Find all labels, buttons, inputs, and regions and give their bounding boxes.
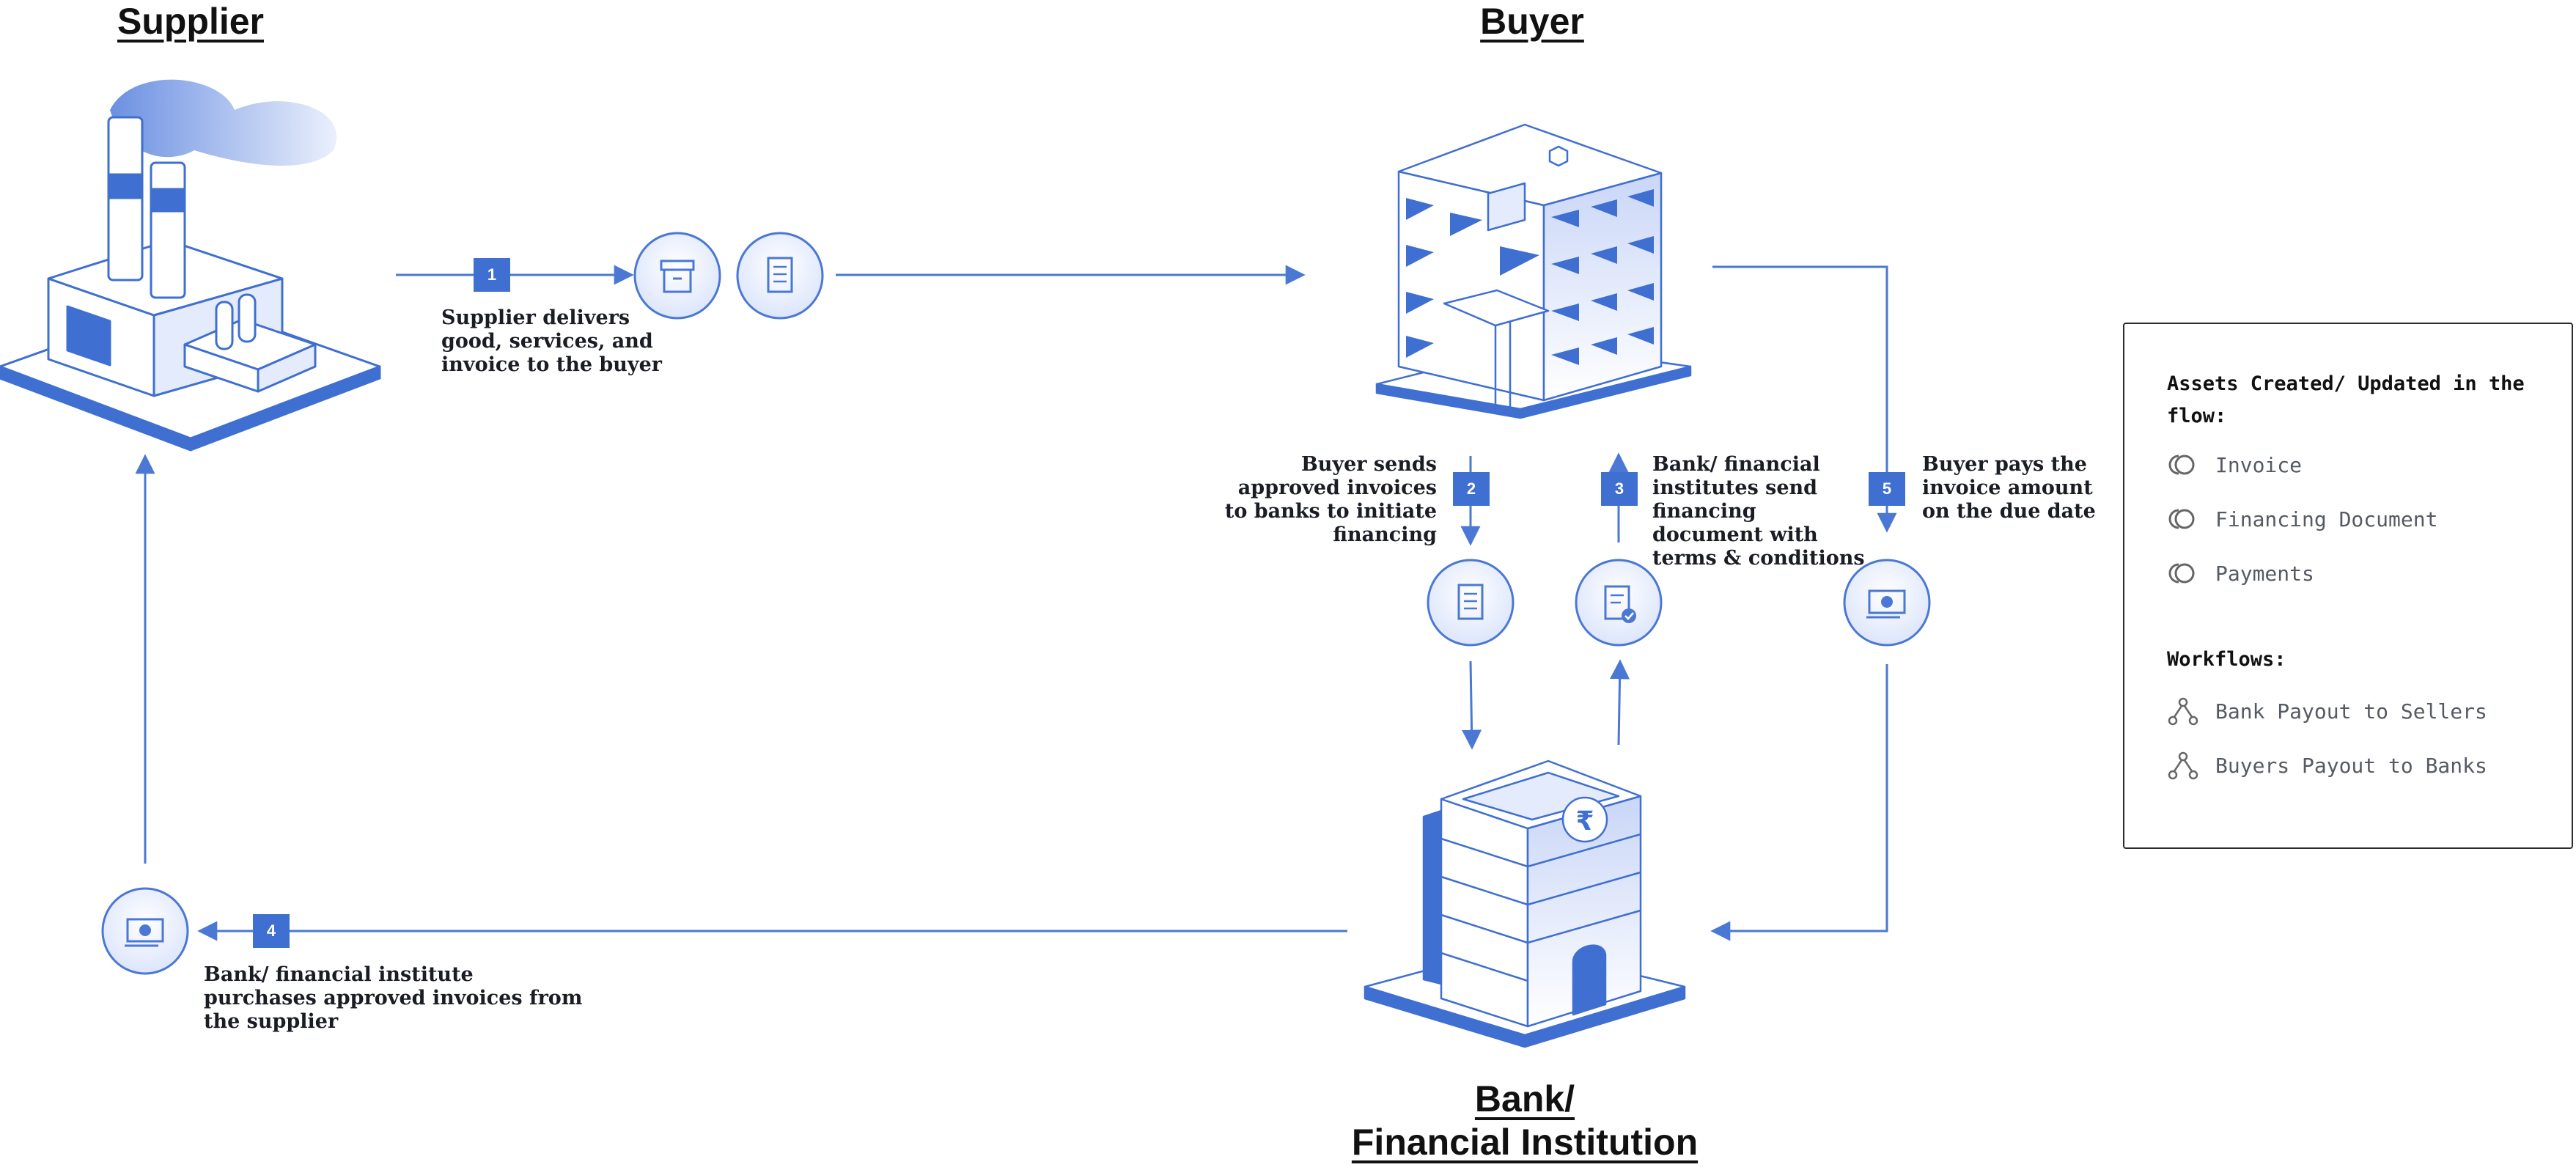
step-3-line: institutes send	[1652, 477, 1818, 499]
cash-icon	[1843, 559, 1931, 647]
step-3-line: terms & conditions	[1652, 547, 1865, 570]
step-5-line: Buyer pays the	[1922, 453, 2087, 476]
step-4-line: purchases approved invoices from	[204, 987, 583, 1009]
legend-panel: Assets Created/ Updated in the flow: Inv…	[2123, 323, 2573, 849]
workflow-branch-icon	[2168, 697, 2198, 726]
legend-item-financing-document: Financing Document	[2167, 504, 2437, 534]
legend-asset-label: Payments	[2215, 561, 2314, 586]
step-1-description: Supplier delivers good, services, and in…	[441, 306, 662, 377]
assets-heading-line: Assets Created/ Updated in the	[2167, 372, 2525, 395]
step-4-line: Bank/ financial institute	[204, 963, 474, 986]
legend-item-buyers-payout: Buyers Payout to Banks	[2167, 751, 2487, 780]
step-badge-5: 5	[1869, 472, 1905, 506]
legend-workflow-label: Bank Payout to Sellers	[2215, 699, 2487, 724]
asset-ring-icon	[2168, 563, 2195, 584]
legend-asset-label: Invoice	[2215, 452, 2303, 477]
step-1-line: Supplier delivers	[441, 306, 630, 329]
factory-illustration	[0, 79, 381, 452]
svg-text:₹: ₹	[1575, 806, 1594, 836]
legend-item-invoice: Invoice	[2167, 450, 2302, 479]
step-2-line: Buyer sends	[1300, 453, 1437, 476]
step-badge-4: 4	[253, 914, 290, 948]
supplier-title: Supplier	[117, 1, 265, 42]
legend-workflow-label: Buyers Payout to Banks	[2215, 753, 2487, 778]
cash-icon	[101, 887, 189, 975]
assets-heading: Assets Created/ Updated in the flow:	[2167, 368, 2525, 433]
asset-ring-icon	[2168, 455, 2195, 475]
bank-title: Bank/ Financial Institution	[1305, 1078, 1745, 1164]
step-2-line: to banks to initiate	[1224, 500, 1437, 523]
arrow-buyer-pays-bank	[1710, 265, 1897, 941]
step-2-description: Buyer sends approved invoices to banks t…	[1144, 453, 1437, 547]
step-5-line: invoice amount	[1922, 477, 2093, 499]
step-badge-3: 3	[1601, 472, 1638, 506]
legend-item-bank-payout: Bank Payout to Sellers	[2167, 696, 2487, 726]
assets-heading-line: flow:	[2167, 405, 2227, 427]
step-3-line: financing	[1652, 500, 1756, 523]
workflows-heading: Workflows:	[2167, 648, 2286, 671]
step-4-description: Bank/ financial institute purchases appr…	[204, 963, 582, 1034]
step-1-line: invoice to the buyer	[441, 353, 663, 376]
legend-item-payments: Payments	[2167, 559, 2314, 588]
step-4-line: the supplier	[204, 1010, 339, 1033]
step-5-line: on the due date	[1922, 500, 2096, 523]
asset-ring-icon	[2168, 509, 2195, 529]
workflow-branch-icon	[2168, 751, 2198, 780]
document-check-icon	[1575, 559, 1663, 647]
step-1-line: good, services, and	[441, 330, 653, 353]
step-3-line: Bank/ financial	[1652, 453, 1820, 476]
step-badge-2: 2	[1453, 472, 1490, 506]
step-2-line: approved invoices	[1237, 477, 1437, 499]
archive-box-icon	[633, 232, 721, 320]
buyer-title: Buyer	[1480, 1, 1584, 42]
legend-asset-label: Financing Document	[2215, 507, 2438, 531]
step-3-line: document with	[1652, 523, 1818, 546]
bank-building-illustration: ₹	[1364, 759, 1686, 1048]
step-badge-1: 1	[474, 258, 510, 292]
buyer-building-illustration	[1375, 123, 1692, 419]
step-2-line: financing	[1333, 523, 1437, 546]
bank-title-line-2: Financial Institution	[1351, 1122, 1699, 1163]
invoice-receipt-icon	[1427, 559, 1515, 647]
step-3-description: Bank/ financial institutes send financin…	[1652, 453, 1865, 570]
arrow-bank-to-supplier	[135, 454, 1347, 941]
bank-title-line-1: Bank/	[1474, 1078, 1575, 1119]
step-5-description: Buyer pays the invoice amount on the due…	[1922, 453, 2096, 523]
invoice-receipt-icon	[736, 232, 824, 320]
